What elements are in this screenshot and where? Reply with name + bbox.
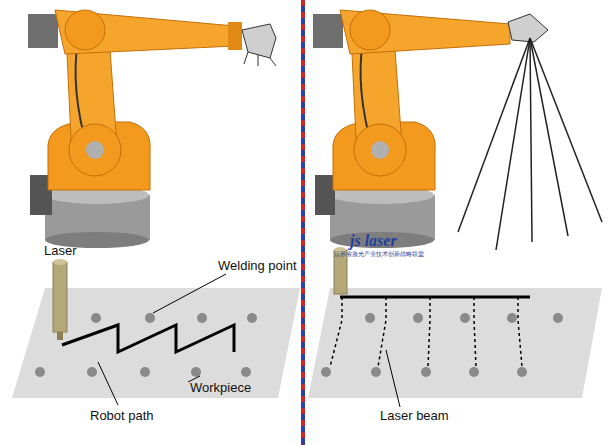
- robot-arm: [313, 10, 548, 248]
- part-label: Laser: [44, 244, 77, 258]
- laser-beam: [330, 297, 522, 367]
- laser-head: [53, 259, 67, 340]
- scan-line: [340, 296, 530, 299]
- welding-points: [35, 313, 257, 377]
- part-label: Robot path: [90, 409, 154, 423]
- laser-beam-cone: [458, 38, 602, 250]
- watermark: js laser: [350, 232, 397, 250]
- part-label: Laser beam: [380, 409, 449, 423]
- robot-arm: [28, 10, 276, 248]
- divider: [301, 0, 305, 445]
- divider: [301, 0, 305, 445]
- welding-points: [321, 313, 563, 377]
- leader-line: [386, 350, 400, 407]
- part-label: Welding point: [218, 259, 297, 273]
- part-label: Workpiece: [190, 381, 251, 395]
- robot-path: [62, 325, 234, 352]
- workpiece: [308, 288, 602, 398]
- watermark: 江苏省激光产业技术创新战略联盟: [334, 251, 424, 258]
